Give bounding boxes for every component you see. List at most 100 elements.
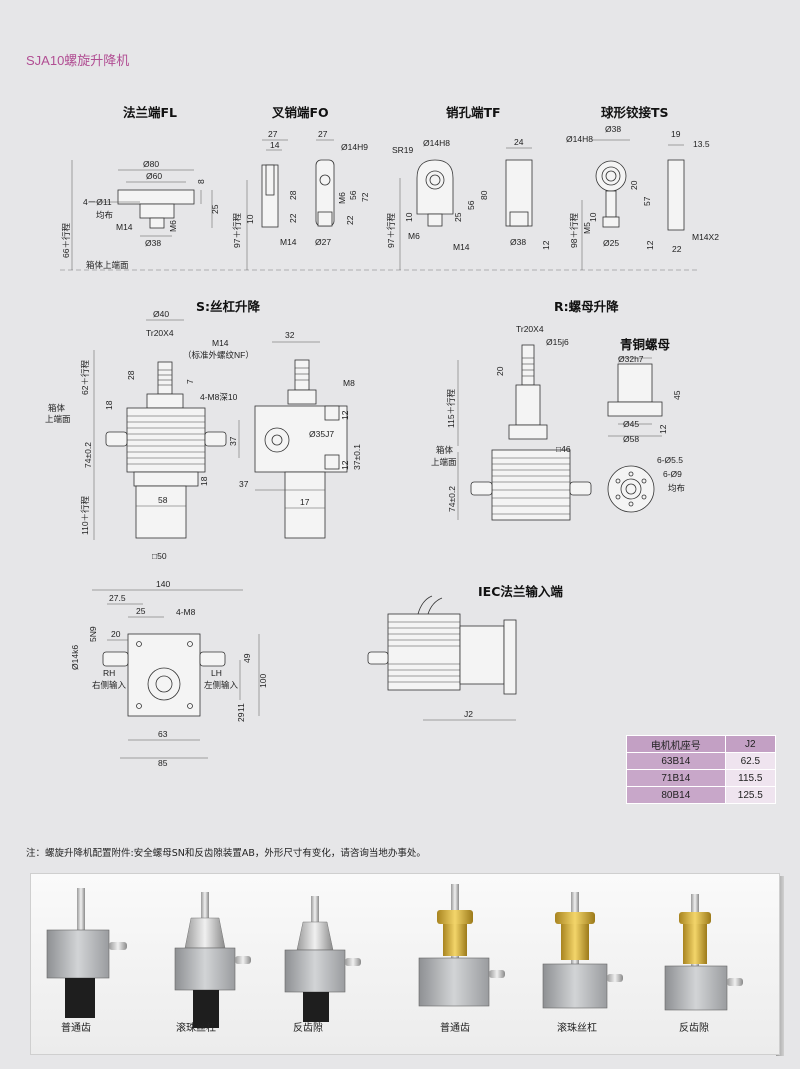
s-h74: 74±0.2: [83, 442, 93, 468]
top-h11: 11: [236, 703, 246, 712]
iec-flange-drawing: [367, 595, 517, 721]
r-stroke115: 115＋行程: [446, 388, 456, 428]
s-lift-front-drawing: [93, 319, 227, 540]
tf-d14h8: Ø14H8: [423, 138, 450, 148]
fo-h22a: 22: [288, 213, 298, 223]
section-title-fo: 叉销端FO: [272, 105, 329, 120]
section-title-r-lift: R:螺母升降: [554, 299, 619, 314]
photo-caption: 反齿隙: [679, 1023, 709, 1034]
section-title-fl: 法兰端FL: [123, 105, 178, 120]
fo-h72: 72: [360, 192, 370, 202]
s-sq50: □50: [152, 551, 167, 561]
r-h20: 20: [495, 366, 505, 376]
r-h74: 74±0.2: [447, 486, 457, 512]
r-d45: Ø45: [623, 419, 639, 429]
fl-holes: 4－Ø11: [83, 197, 112, 207]
fl-m6: M6: [168, 220, 178, 232]
table-cell-j2: 125.5: [724, 786, 777, 804]
top-rh: RH: [103, 668, 115, 678]
photo-anti-backlash-1: [284, 896, 361, 1022]
s-box-top-b: 上端面: [45, 414, 71, 424]
s-m8-deep: 4-M8深10: [200, 392, 238, 402]
s-lift-side-drawing: [238, 341, 348, 539]
table-cell-j2: 115.5: [724, 769, 777, 787]
table-cell-motor: 63B14: [626, 752, 726, 770]
tf-h56: 56: [466, 200, 476, 210]
fl-d80: Ø80: [143, 159, 159, 169]
motor-frame-table: 电机机座号 J2 63B14 62.5 71B14 115.5 80B14 12…: [626, 735, 777, 804]
top-lh-text: 左侧输入: [204, 680, 239, 690]
r-box-top-b: 上端面: [431, 457, 457, 467]
ts-w19: 19: [671, 129, 681, 139]
tf-h80: 80: [479, 190, 489, 200]
photo-caption: 反齿隙: [293, 1023, 323, 1034]
photo-ball-screw-2: [542, 892, 623, 1009]
fo-h28: 28: [288, 190, 298, 200]
table-cell-j2: 62.5: [724, 752, 777, 770]
s-m14: M14: [212, 338, 229, 348]
fo-h56: 56: [348, 190, 358, 200]
ts-w13-5: 13.5: [693, 139, 710, 149]
s-h37b: 37±0.1: [352, 444, 362, 470]
ts-h20: 20: [629, 180, 639, 190]
photo-panel-shadow: [776, 876, 784, 1056]
tf-h10: 10: [404, 212, 414, 222]
photo-standard-screw-1: [46, 888, 127, 1018]
ts-m5: M5: [582, 222, 592, 234]
bronze-nut-drawing: [607, 357, 663, 513]
s-h7: 7: [185, 379, 195, 384]
technical-drawing: Ø80 Ø60 4－Ø11 均布 M14 M6 Ø38 8 25 66＋行程 箱…: [45, 124, 719, 768]
photo-standard-screw-2: [418, 884, 505, 1007]
s-w58: 58: [158, 495, 168, 505]
fo-w27a: 27: [268, 129, 278, 139]
fo-m6: M6: [337, 192, 347, 204]
fo-d14h9: Ø14H9: [341, 142, 368, 152]
top-m8: 4-M8: [176, 607, 196, 617]
s-w32: 32: [285, 330, 295, 340]
table-row: 80B14 125.5: [626, 786, 777, 804]
fl-h8: 8: [196, 179, 206, 184]
ts-h12: 12: [645, 240, 655, 250]
ts-h57: 57: [642, 196, 652, 206]
top-w25: 25: [136, 606, 146, 616]
top-w63: 63: [158, 729, 168, 739]
s-m8: M8: [343, 378, 355, 388]
top-h29: 29: [236, 712, 246, 722]
product-photos: [46, 884, 743, 1028]
tf-sr19: SR19: [392, 145, 414, 155]
ts-m14x2: M14X2: [692, 232, 719, 242]
ts-w22: 22: [672, 244, 682, 254]
top-view-drawing: [92, 589, 260, 759]
top-w20: 20: [111, 629, 121, 639]
footnote: 注：螺旋升降机配置附件:安全螺母SN和反齿隙装置AB，外形尺寸有变化，请咨询当地…: [26, 848, 426, 859]
section-title-tf: 销孔端TF: [446, 105, 501, 120]
table-cell-motor: 80B14: [626, 786, 726, 804]
top-rh-text: 右侧输入: [92, 680, 127, 690]
top-d14k6: Ø14k6: [70, 645, 80, 670]
fl-d60: Ø60: [146, 171, 162, 181]
s-d40: Ø40: [153, 309, 169, 319]
r-h45: 45: [672, 390, 682, 400]
table-row: 63B14 62.5: [626, 752, 777, 770]
top-h49: 49: [242, 653, 252, 663]
s-w17: 17: [300, 497, 310, 507]
r-d58: Ø58: [623, 434, 639, 444]
iec-j2: J2: [464, 709, 473, 719]
photo-caption: 滚珠丝杠: [176, 1023, 216, 1034]
section-title-iec: IEC法兰输入端: [478, 584, 563, 599]
product-photo-panel: 普通齿 滚珠丝杠 反齿隙 普通齿 滚珠丝杠 反齿隙: [30, 873, 780, 1055]
r-lift-drawing: [457, 344, 592, 521]
page-title: SJA10螺旋升降机: [26, 53, 130, 68]
table-row: 71B14 115.5: [626, 769, 777, 787]
s-stroke62: 62＋行程: [80, 360, 90, 395]
photo-caption: 滚珠丝杠: [557, 1023, 597, 1034]
fl-even: 均布: [96, 210, 113, 220]
table-header-j2: J2: [724, 735, 777, 753]
section-title-s-lift: S:丝杠升降: [196, 299, 261, 314]
photo-caption: 普通齿: [440, 1023, 470, 1034]
fo-d27: Ø27: [315, 237, 331, 247]
s-stroke110: 110＋行程: [80, 495, 90, 535]
s-h28: 28: [126, 370, 136, 380]
s-box-top-a: 箱体: [48, 403, 66, 413]
top-lh: LH: [211, 668, 222, 678]
